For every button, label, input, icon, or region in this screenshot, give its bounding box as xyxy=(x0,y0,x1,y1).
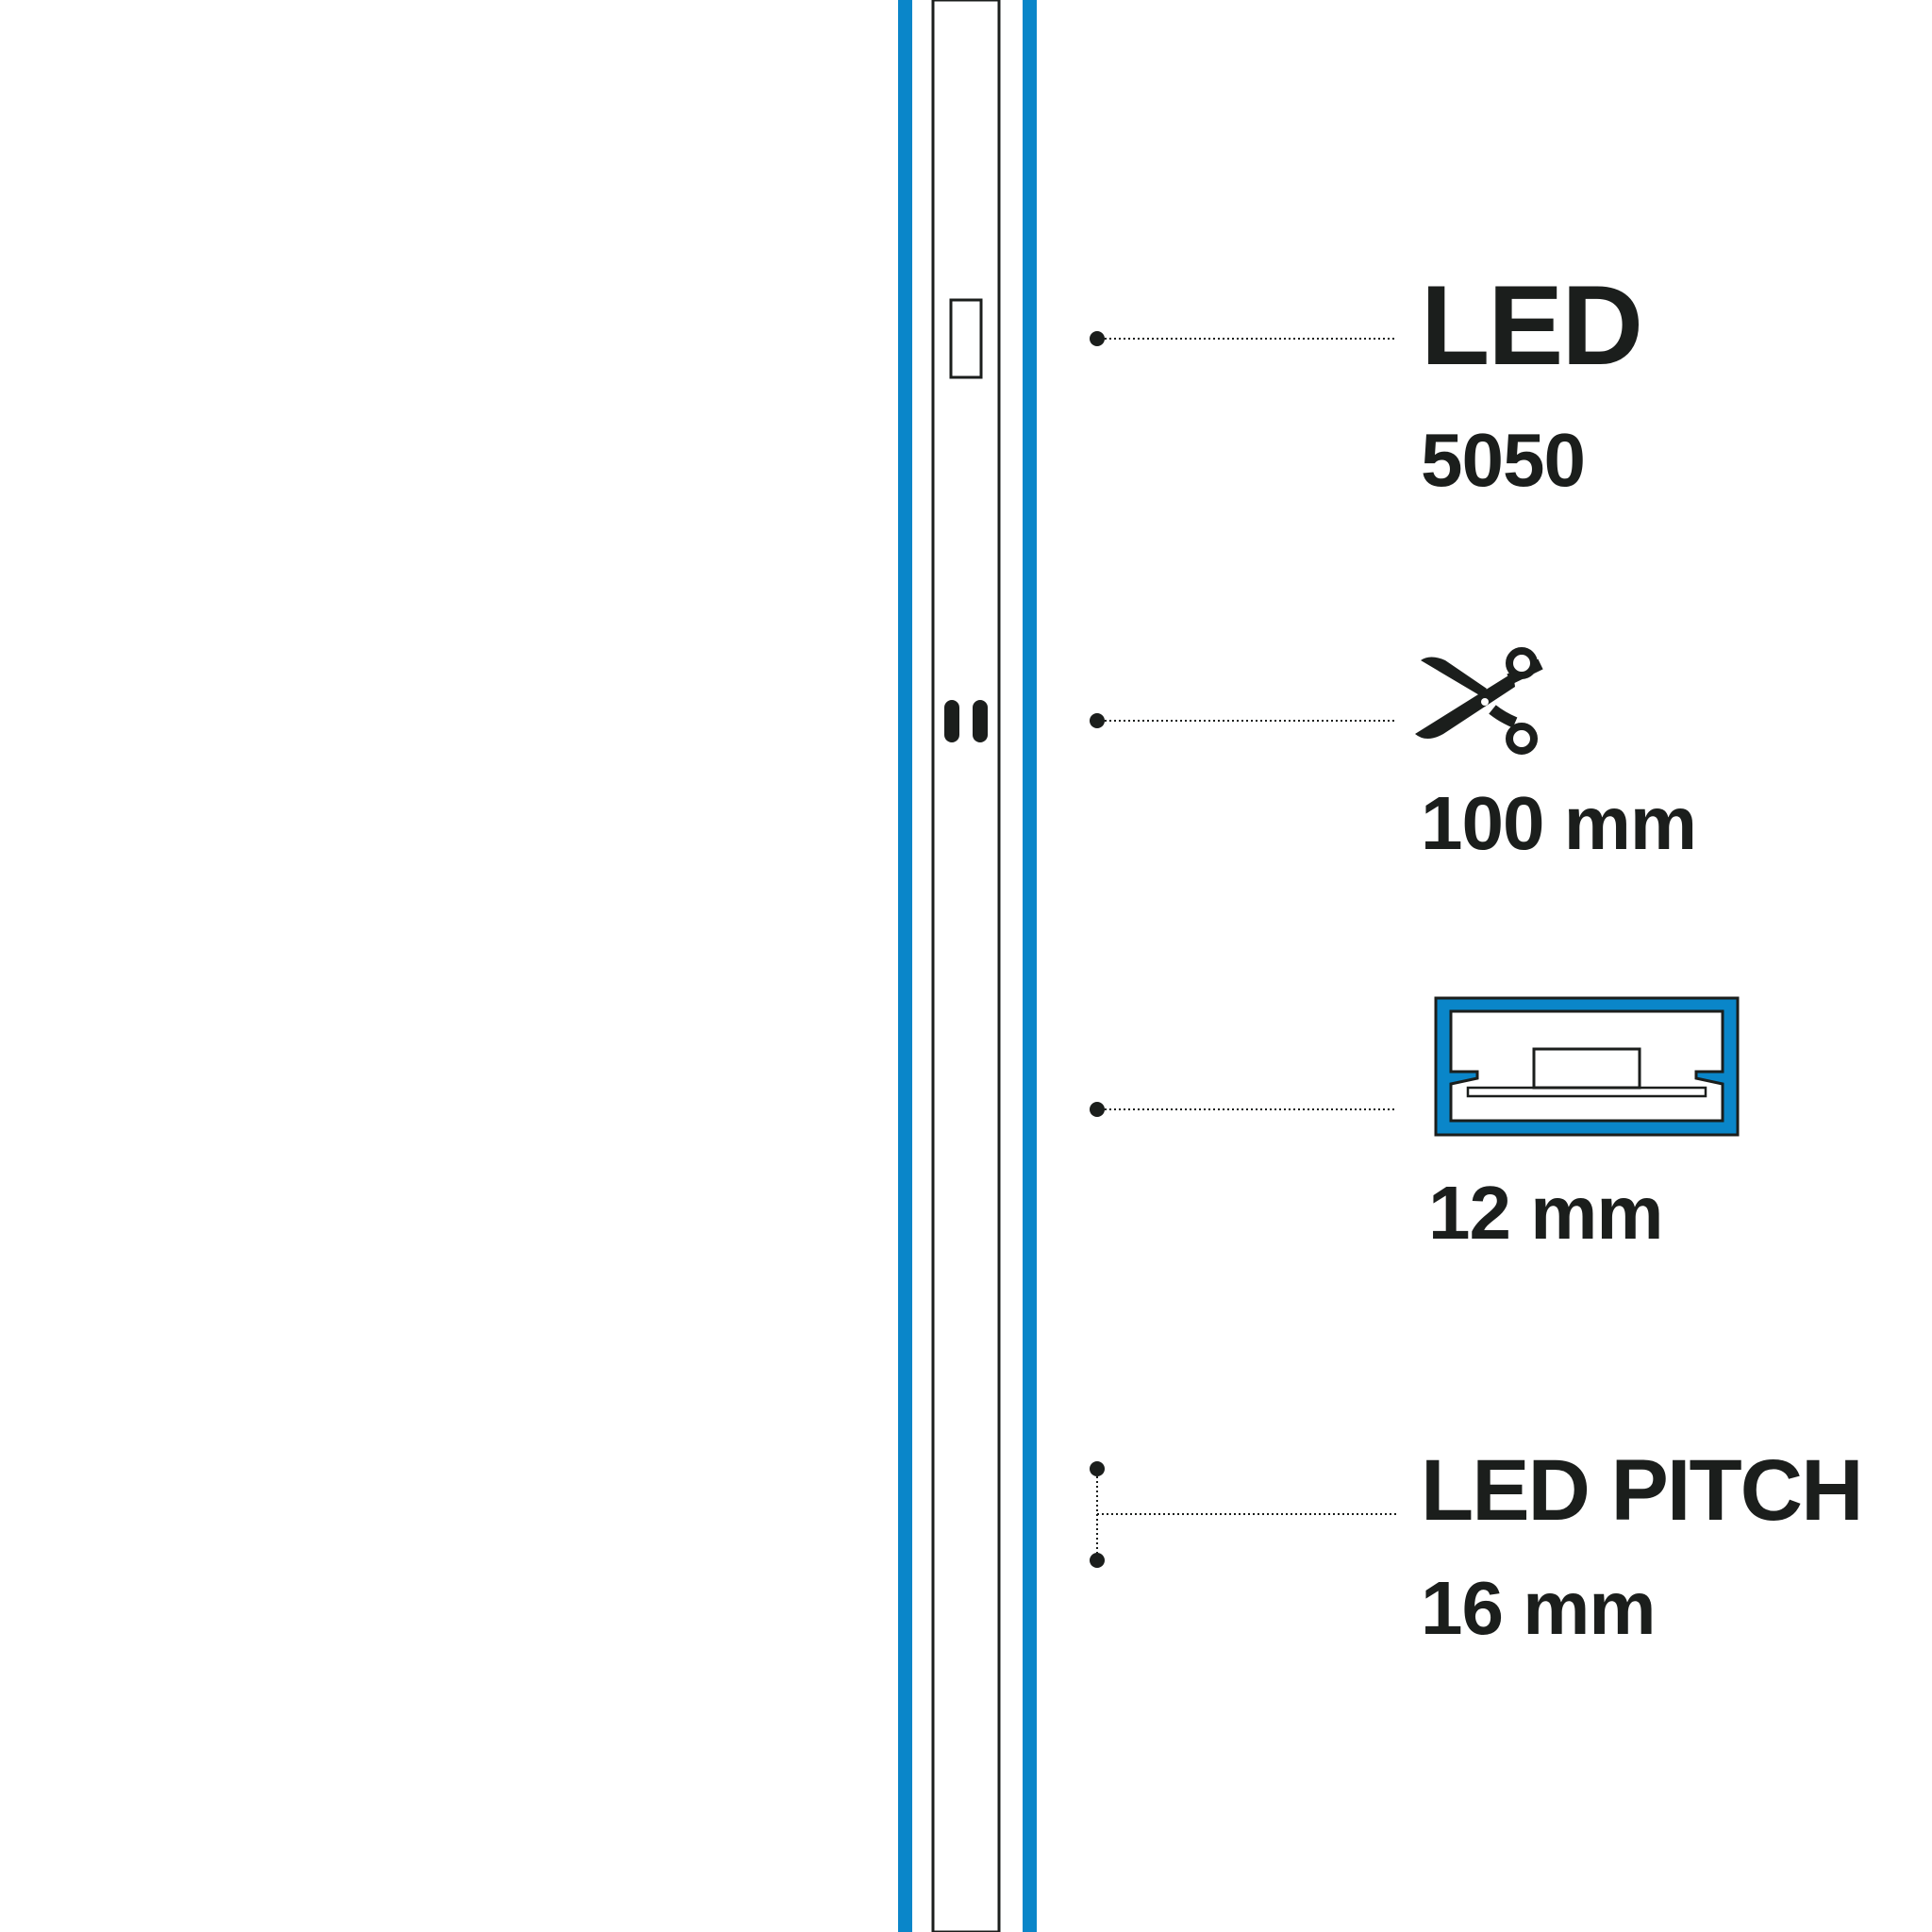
strip-pcb xyxy=(931,0,1001,1932)
cut-pad-left xyxy=(944,700,959,742)
pitch-value: 16 mm xyxy=(1421,1566,1656,1650)
leader-led xyxy=(1090,331,1397,346)
led-chip-icon xyxy=(949,298,983,379)
led-strip xyxy=(898,0,1037,1932)
pitch-marker-icon xyxy=(1090,1461,1397,1568)
leader-cut xyxy=(1090,713,1397,728)
profile-width-value: 12 mm xyxy=(1428,1171,1663,1255)
pitch-dot-top xyxy=(1090,1461,1105,1476)
scissors-icon xyxy=(1415,647,1543,755)
strip-right-blue-edge xyxy=(1023,0,1037,1932)
cut-interval-value: 100 mm xyxy=(1421,781,1697,865)
leader-dot xyxy=(1090,713,1105,728)
pitch-title: LED PITCH xyxy=(1421,1442,1864,1539)
profile-cross-section-icon xyxy=(1434,996,1740,1137)
leader-dot xyxy=(1090,331,1105,346)
pitch-dot-bottom xyxy=(1090,1553,1105,1568)
leader-dot xyxy=(1090,1102,1105,1117)
cut-pad-right xyxy=(973,700,988,742)
led-title: LED xyxy=(1421,262,1643,389)
led-type-value: 5050 xyxy=(1421,418,1586,502)
leader-width xyxy=(1090,1102,1397,1117)
strip-left-blue-edge xyxy=(898,0,912,1932)
